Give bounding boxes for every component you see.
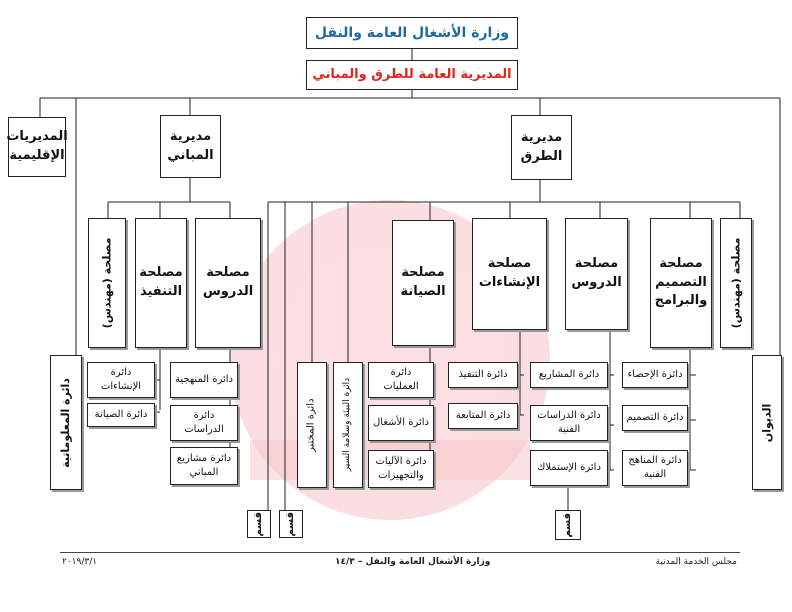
footer-rule	[60, 552, 740, 553]
buildings-studies-department: دائرة الدراسات	[170, 405, 238, 441]
works-department: دائرة الأشغال	[368, 405, 434, 441]
roads-design-unit: مصلحة التصميم والبرامج	[650, 218, 712, 348]
section-box-1: قسم	[247, 510, 271, 538]
general-directorate: المديرية العامة للطرق والمباني	[306, 60, 518, 90]
buildings-engineer-unit: مصلحة (مهندس)	[88, 218, 126, 348]
section-box-2: قسم	[279, 510, 303, 538]
environment-label: دائرة البيئة وسلامة السير	[342, 378, 353, 472]
buildings-constructions-department: دائرة الإنشاءات	[87, 362, 155, 398]
roads-engineer-unit: مصلحة (مهندس)	[720, 218, 752, 348]
ministry-title: وزارة الأشغال العامة والنقل	[306, 17, 518, 49]
statistics-department: دائرة الإحصاء	[622, 362, 688, 388]
roads-engineer-label: مصلحة (مهندس)	[729, 237, 743, 329]
diwan-department: الديوان	[752, 355, 782, 490]
roads-studies-unit: مصلحة الدروس	[565, 218, 628, 330]
roads-maintenance-unit: مصلحة الصيانة	[392, 220, 454, 346]
footer-ministry: وزارة الأشغال العامة والنقل – ١٤/٣	[335, 557, 491, 567]
buildings-maintenance-department: دائرة الصيانة	[87, 403, 155, 427]
buildings-engineer-label: مصلحة (مهندس)	[100, 237, 114, 329]
execution-department: دائرة التنفيذ	[448, 362, 518, 388]
technical-studies-department: دائرة الدراسات الفنية	[530, 405, 608, 441]
roads-directorate: مديرية الطرق	[511, 115, 572, 180]
informatics-department: دائرة المعلوماتية	[50, 355, 82, 490]
lab-department: دائرة المختبر	[297, 362, 327, 488]
lab-label: دائرة المختبر	[305, 398, 317, 452]
section-label-3: قسم	[561, 512, 573, 538]
environment-department: دائرة البيئة وسلامة السير	[333, 362, 363, 488]
buildings-directorate: مديرية المباني	[160, 115, 221, 178]
expropriation-department: دائرة الإستملاك	[530, 450, 608, 486]
curricula-department: دائرة المناهج الفنية	[622, 450, 688, 486]
section-label-1: قسم	[252, 511, 264, 537]
regional-directorates: المديريات الإقليمية	[6, 117, 68, 177]
buildings-execution-unit: مصلحة التنفيذ	[135, 218, 187, 348]
section-label-2: قسم	[284, 511, 296, 537]
roads-construction-unit: مصلحة الإنشاءات	[472, 218, 547, 330]
buildings-projects-department: دائرة مشاريع المباني	[170, 447, 238, 485]
diwan-label: الديوان	[760, 403, 774, 442]
buildings-methodology-department: دائرة المنهجية	[170, 362, 238, 398]
operations-department: دائرة العمليات	[368, 362, 434, 398]
buildings-studies-unit: مصلحة الدروس	[195, 218, 261, 348]
machinery-department: دائرة الآليات والتجهيزات	[368, 450, 434, 488]
section-box-3: قسم	[555, 510, 581, 540]
projects-department: دائرة المشاريع	[530, 362, 608, 388]
followup-department: دائرة المتابعة	[448, 403, 518, 429]
footer-council: مجلس الخدمة المدنية	[655, 557, 737, 567]
design-department: دائرة التصميم	[622, 405, 688, 431]
footer-date: ٢٠١٩/٣/١	[62, 557, 98, 567]
informatics-label: دائرة المعلوماتية	[59, 377, 73, 468]
